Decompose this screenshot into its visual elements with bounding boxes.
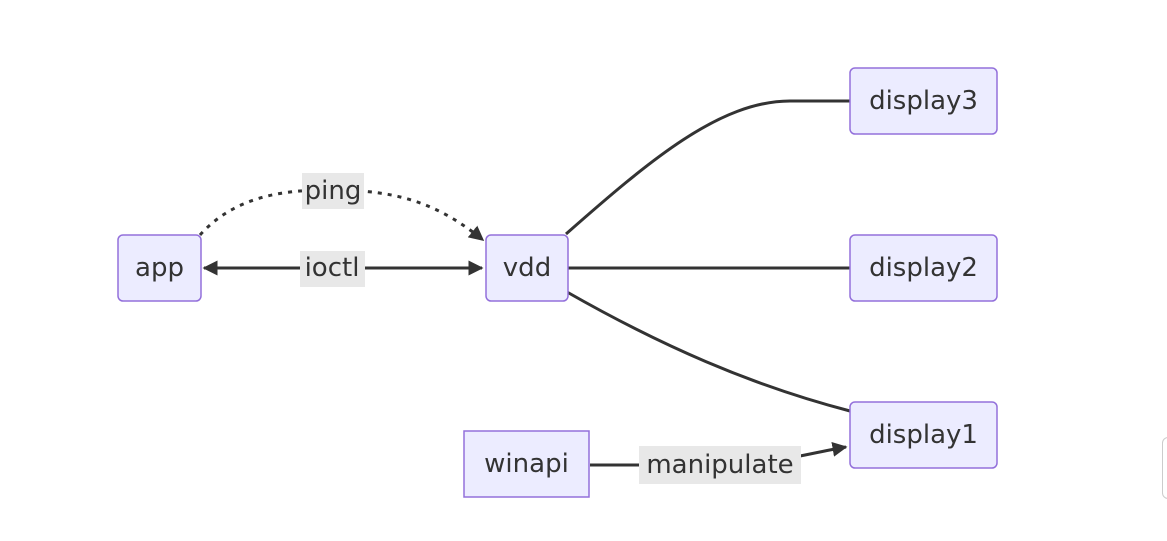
node-app-label: app xyxy=(135,253,184,283)
edge-label-ping: ping xyxy=(302,173,364,209)
edge-vdd-display3 xyxy=(565,99,850,236)
node-display1[interactable]: display1 xyxy=(849,401,998,469)
node-vdd-label: vdd xyxy=(503,253,551,283)
edge-label-ioctl-text: ioctl xyxy=(305,253,360,283)
node-display3[interactable]: display3 xyxy=(849,67,998,135)
edge-label-ioctl: ioctl xyxy=(300,251,365,287)
edge-label-manipulate-text: manipulate xyxy=(646,450,793,480)
node-vdd[interactable]: vdd xyxy=(485,234,569,302)
node-display2-label: display2 xyxy=(869,253,978,283)
edge-label-manipulate: manipulate xyxy=(639,446,801,484)
node-display1-label: display1 xyxy=(869,420,978,450)
edge-app-vdd-ping xyxy=(198,188,485,242)
node-winapi[interactable]: winapi xyxy=(463,430,590,498)
edge-vdd-display1 xyxy=(566,290,851,413)
node-display2[interactable]: display2 xyxy=(849,234,998,302)
node-app[interactable]: app xyxy=(117,234,202,302)
edge-label-ping-text: ping xyxy=(305,176,362,206)
node-display3-label: display3 xyxy=(869,86,978,116)
node-winapi-label: winapi xyxy=(484,449,569,479)
side-scroll-handle[interactable] xyxy=(1162,437,1167,499)
